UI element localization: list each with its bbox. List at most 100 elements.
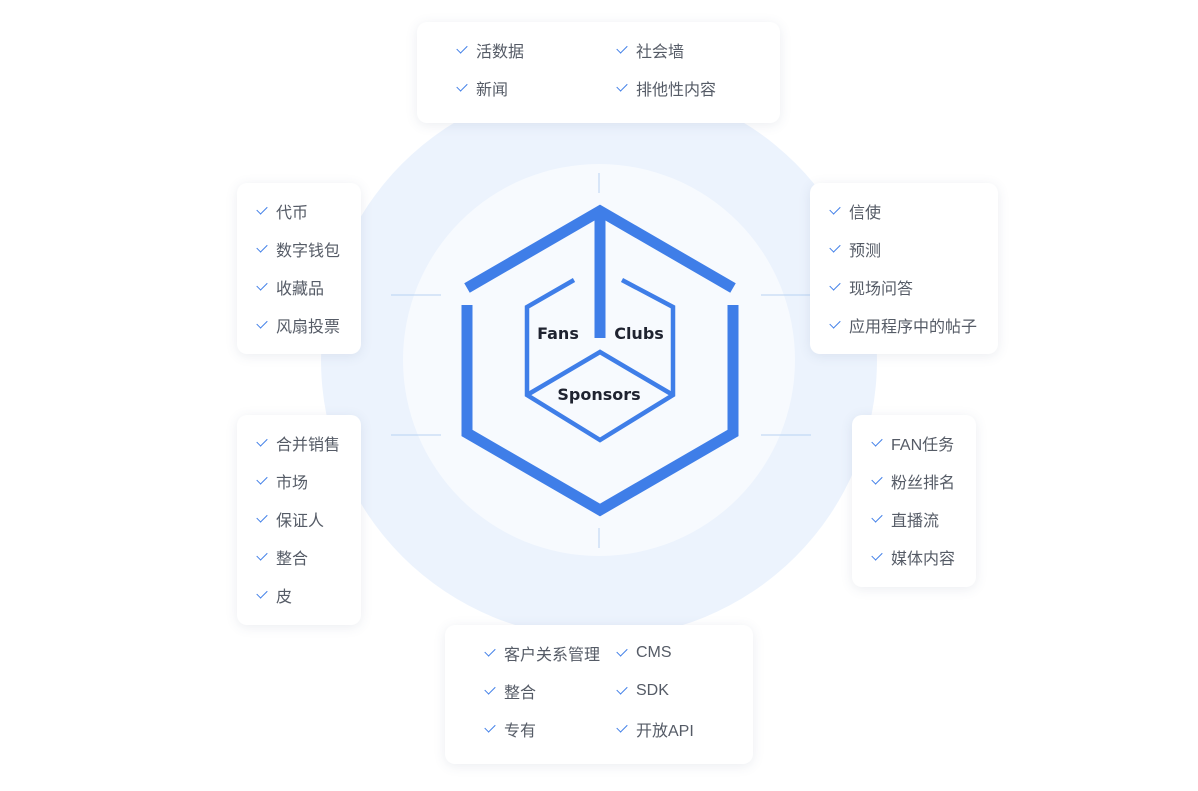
hub-hexagon-logo <box>461 204 739 517</box>
feature-label: 专有 <box>504 723 537 740</box>
feature-list-bottom: 客户关系管理 整合 专有 CMS SDK 开放API <box>484 634 753 748</box>
check-icon <box>484 645 496 657</box>
feature-item: CMS <box>616 634 749 672</box>
feature-card-bottom: 客户关系管理 整合 专有 CMS SDK 开放API <box>445 625 753 764</box>
feature-item: 排他性内容 <box>616 69 777 107</box>
check-icon <box>616 645 628 657</box>
feature-item: 皮 <box>256 576 361 614</box>
check-icon <box>256 473 268 485</box>
hub-label-clubs: Clubs <box>614 324 664 343</box>
feature-item: 数字钱包 <box>256 230 361 268</box>
feature-label: 整合 <box>276 551 309 568</box>
feature-card-left-bottom: 合并销售 市场 保证人 整合 皮 <box>237 415 361 625</box>
check-icon <box>256 317 268 329</box>
feature-item: SDK <box>616 672 749 710</box>
feature-card-right-bottom: FAN任务 粉丝排名 直播流 媒体内容 <box>852 415 976 587</box>
hub-label-sponsors: Sponsors <box>557 385 640 404</box>
feature-item: 整合 <box>256 538 361 576</box>
check-icon <box>829 279 841 291</box>
feature-item: 风扇投票 <box>256 306 361 344</box>
feature-item: 社会墙 <box>616 31 777 69</box>
outer-hex-bottom <box>461 305 739 517</box>
feature-label: 新闻 <box>476 82 509 99</box>
check-icon <box>456 80 468 92</box>
check-icon <box>256 279 268 291</box>
check-icon <box>871 435 883 447</box>
feature-label: 媒体内容 <box>891 551 956 568</box>
feature-item: 信使 <box>829 192 998 230</box>
feature-item: 客户关系管理 <box>484 634 617 672</box>
check-icon <box>256 241 268 253</box>
feature-list-right-bottom: FAN任务 粉丝排名 直播流 媒体内容 <box>871 424 976 576</box>
check-icon <box>616 721 628 733</box>
feature-list-right-top: 信使 预测 现场问答 应用程序中的帖子 <box>829 192 998 344</box>
feature-label: 代币 <box>276 205 309 222</box>
feature-list-left-top: 代币 数字钱包 收藏品 风扇投票 <box>256 192 361 344</box>
feature-item: 代币 <box>256 192 361 230</box>
feature-label: CMS <box>636 644 672 661</box>
feature-label: SDK <box>636 682 669 699</box>
feature-label: 活数据 <box>476 44 525 61</box>
check-icon <box>616 42 628 54</box>
inner-hex-left <box>524 278 676 443</box>
feature-item: 直播流 <box>871 500 976 538</box>
feature-item: 粉丝排名 <box>871 462 976 500</box>
check-icon <box>871 549 883 561</box>
check-icon <box>829 241 841 253</box>
feature-list-left-bottom: 合并销售 市场 保证人 整合 皮 <box>256 424 361 614</box>
feature-label: 保证人 <box>276 513 325 530</box>
check-icon <box>829 317 841 329</box>
feature-label: 风扇投票 <box>276 319 341 336</box>
feature-item: 活数据 <box>456 31 617 69</box>
feature-label: 市场 <box>276 475 309 492</box>
feature-label: 应用程序中的帖子 <box>849 319 978 336</box>
check-icon <box>484 721 496 733</box>
check-icon <box>829 203 841 215</box>
connector-lines <box>391 173 811 548</box>
feature-label: 现场问答 <box>849 281 914 298</box>
check-icon <box>256 511 268 523</box>
feature-item: 整合 <box>484 672 617 710</box>
feature-label: 合并销售 <box>276 437 341 454</box>
feature-label: 社会墙 <box>636 44 685 61</box>
feature-label: 开放API <box>636 723 694 740</box>
feature-item: 合并销售 <box>256 424 361 462</box>
outer-hex-top <box>464 204 736 293</box>
feature-item: 新闻 <box>456 69 617 107</box>
feature-item: 媒体内容 <box>871 538 976 576</box>
feature-label: 预测 <box>849 243 882 260</box>
hub-label-fans: Fans <box>537 324 579 343</box>
feature-card-top: 活数据 新闻 社会墙 排他性内容 <box>417 22 780 123</box>
feature-item: 保证人 <box>256 500 361 538</box>
feature-label: 直播流 <box>891 513 940 530</box>
feature-label: 信使 <box>849 205 882 222</box>
feature-label: FAN任务 <box>891 437 955 454</box>
hub-inner-hexagon <box>524 278 676 443</box>
feature-item: 开放API <box>616 710 749 748</box>
check-icon <box>871 473 883 485</box>
check-icon <box>256 203 268 215</box>
feature-item: 专有 <box>484 710 617 748</box>
check-icon <box>256 435 268 447</box>
feature-item: 预测 <box>829 230 998 268</box>
check-icon <box>256 587 268 599</box>
check-icon <box>484 683 496 695</box>
inner-hex-divider <box>525 349 675 397</box>
check-icon <box>616 80 628 92</box>
check-icon <box>256 549 268 561</box>
check-icon <box>456 42 468 54</box>
feature-label: 客户关系管理 <box>504 647 601 664</box>
feature-item: 收藏品 <box>256 268 361 306</box>
feature-label: 数字钱包 <box>276 243 341 260</box>
feature-card-left-top: 代币 数字钱包 收藏品 风扇投票 <box>237 183 361 354</box>
feature-label: 排他性内容 <box>636 82 717 99</box>
feature-card-right-top: 信使 预测 现场问答 应用程序中的帖子 <box>810 183 998 354</box>
check-icon <box>871 511 883 523</box>
feature-item: 应用程序中的帖子 <box>829 306 998 344</box>
feature-item: 现场问答 <box>829 268 998 306</box>
feature-item: 市场 <box>256 462 361 500</box>
feature-label: 整合 <box>504 685 537 702</box>
feature-label: 收藏品 <box>276 281 325 298</box>
feature-item: FAN任务 <box>871 424 976 462</box>
